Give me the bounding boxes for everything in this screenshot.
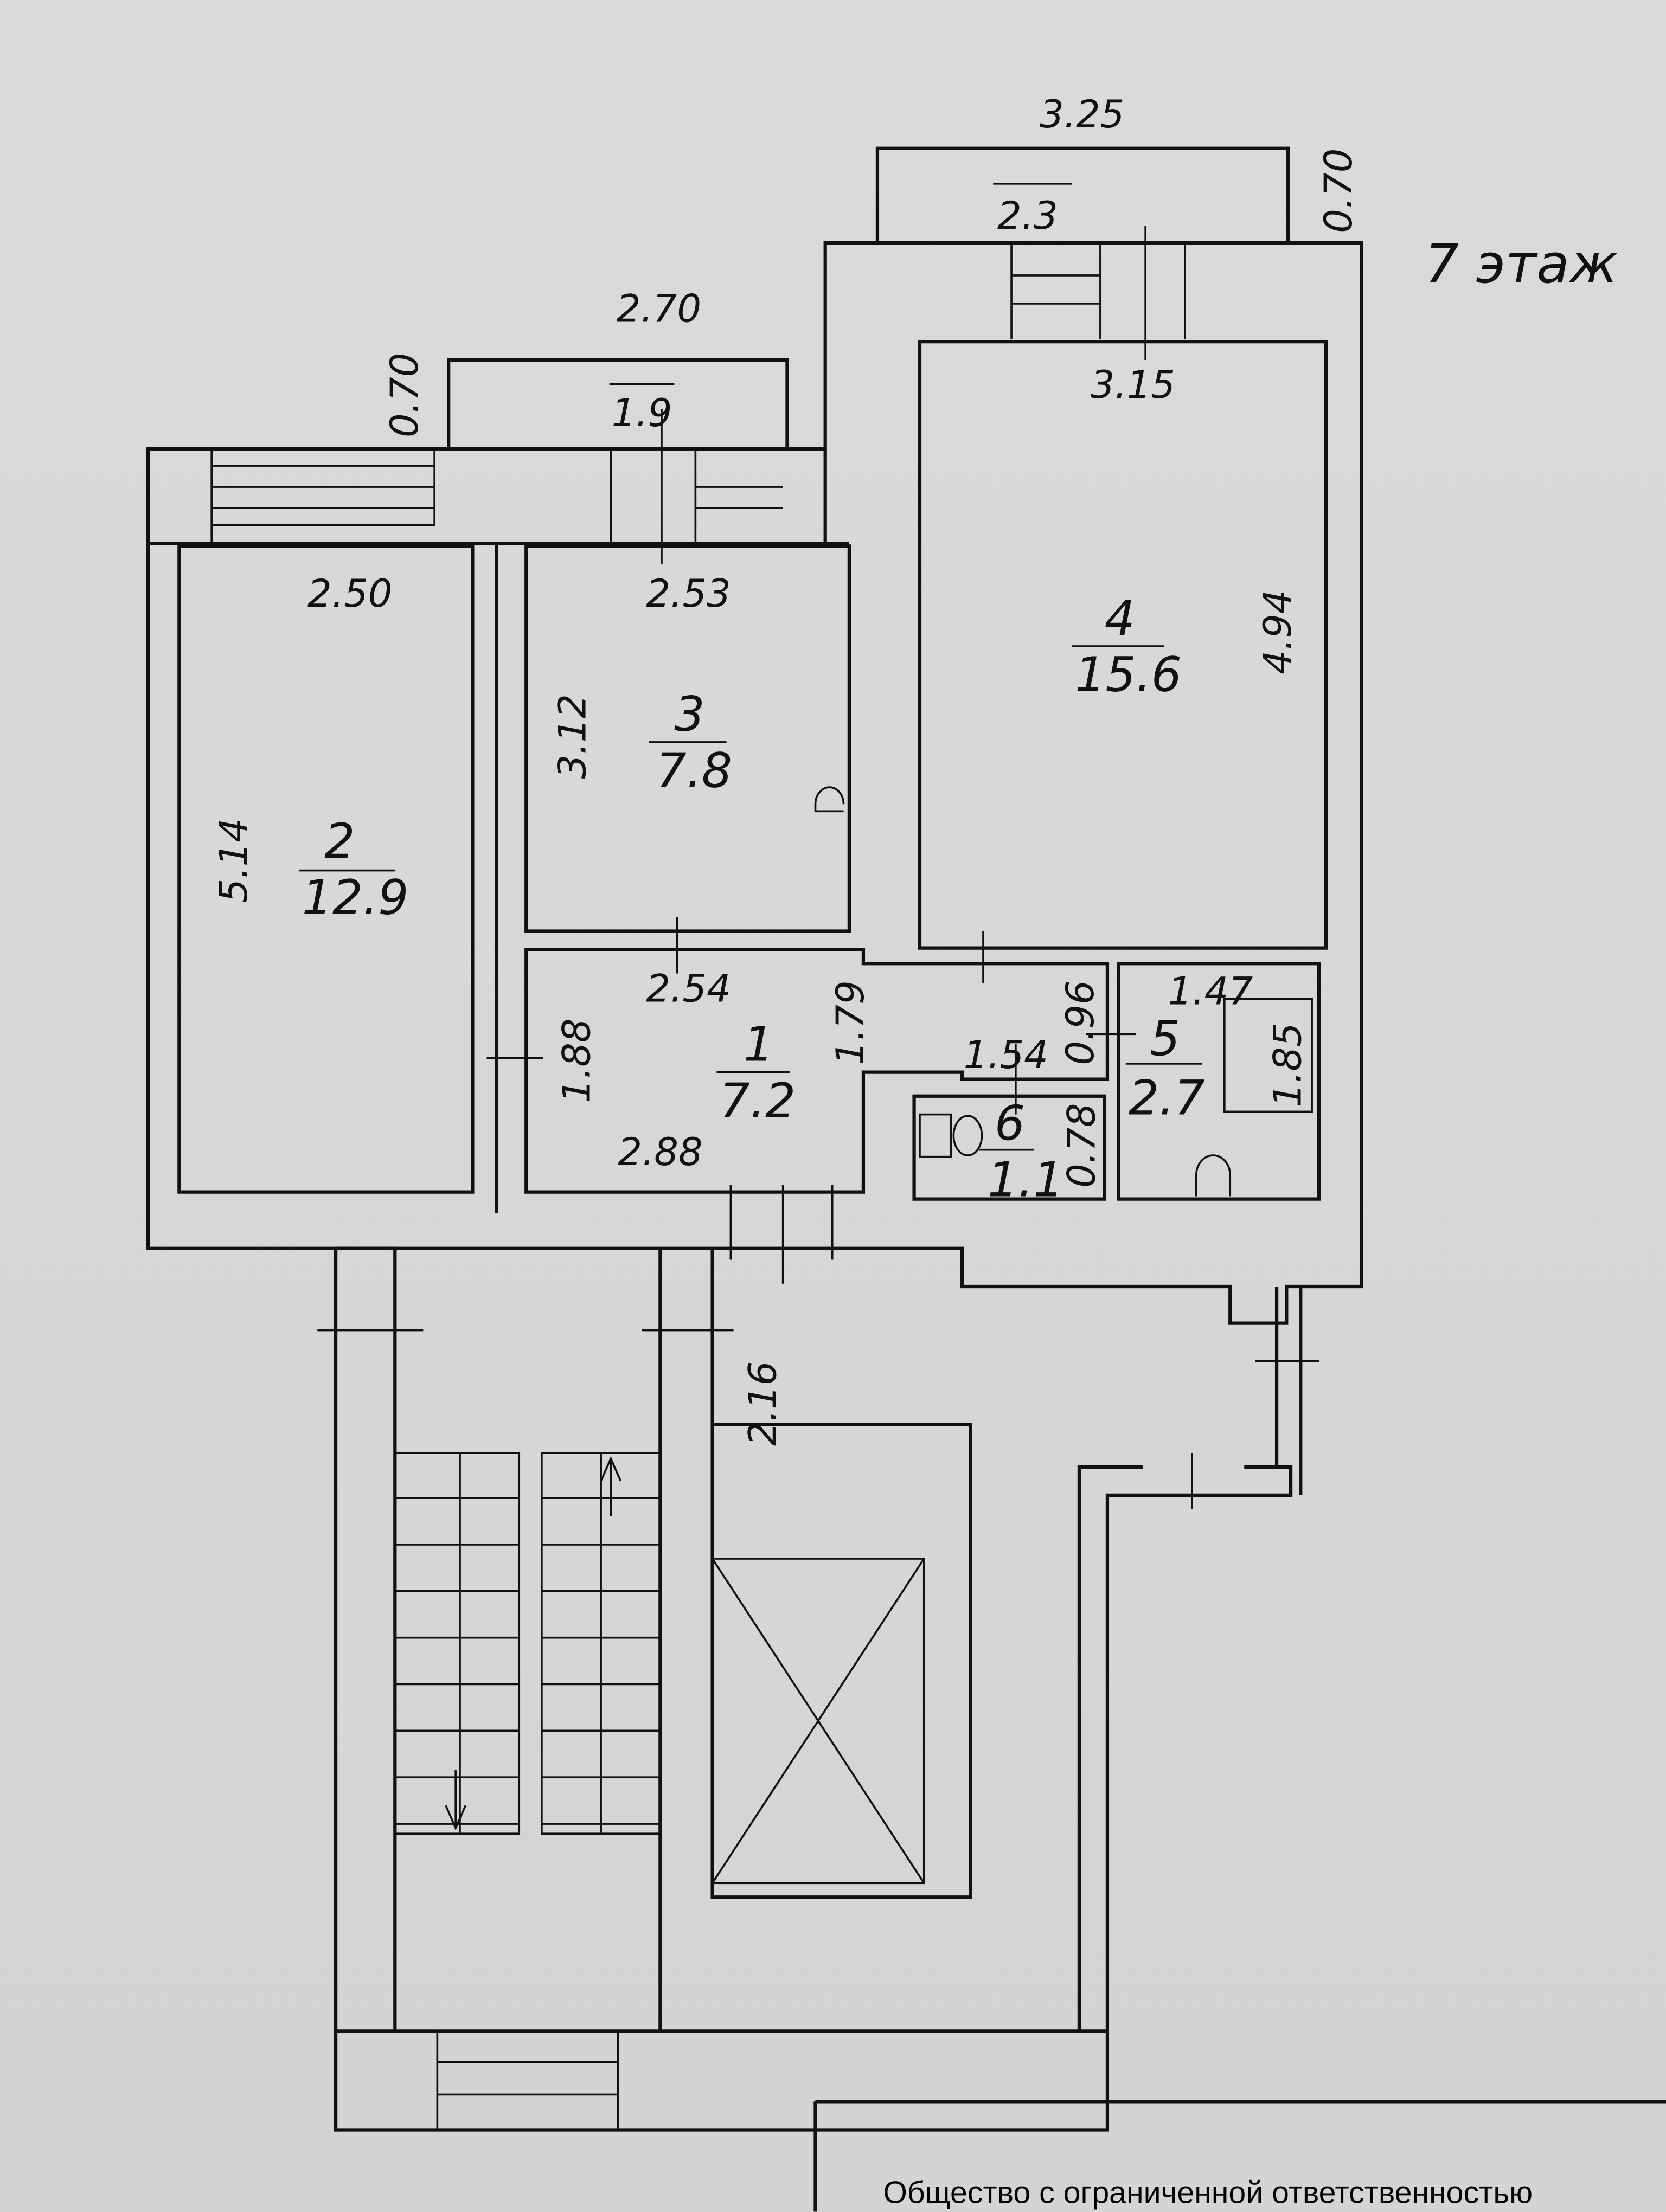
room1-bottom: 2.88: [618, 1130, 702, 1174]
balcony-1-depth: 0.70: [382, 353, 427, 438]
room-4-area: 15.6: [1075, 647, 1182, 703]
room-3-outline: [524, 544, 851, 933]
room-6-outline: [912, 1094, 1106, 1201]
room-1-area: 7.2: [720, 1073, 796, 1129]
floor-label: 7 этаж: [1425, 233, 1618, 295]
room-6-number: 6: [995, 1095, 1025, 1151]
room-4-number: 4: [1105, 590, 1135, 646]
room-3-area: 7.8: [656, 743, 733, 799]
room1-mid: 1.79: [828, 980, 873, 1065]
room4-length: 4.94: [1255, 590, 1300, 674]
room-5-area: 2.7: [1129, 1070, 1205, 1126]
room3-width: 2.53: [646, 571, 731, 616]
room2-length: 5.14: [212, 818, 256, 903]
room1-left: 1.88: [554, 1018, 599, 1103]
room1-top: 2.54: [646, 967, 731, 1011]
room-5-outline: [1117, 962, 1321, 1201]
title-block-organization: Общество с ограниченной ответственностью: [883, 2176, 1533, 2210]
balcony-2-area: 2.3: [997, 194, 1058, 238]
room-1-outline: [524, 948, 1110, 1194]
room-3-number: 3: [674, 686, 704, 742]
stair-flight: [394, 1452, 521, 1835]
balconies: [210, 146, 1290, 565]
room-2-outline: [177, 544, 475, 1194]
corridor-width: 1.54: [964, 1033, 1048, 1077]
toilet-icon: [919, 1113, 952, 1158]
apartment-walls: [146, 241, 1363, 1325]
room5-width: 1.47: [1168, 969, 1253, 1014]
corridor-height: 0.96: [1058, 980, 1103, 1065]
stairwell: [317, 1246, 1666, 2212]
room-6-area: 1.1: [988, 1152, 1064, 1207]
shower-cabin: [1223, 998, 1313, 1113]
room-2-area: 12.9: [302, 870, 409, 925]
room2-width: 2.50: [307, 571, 392, 616]
room-4-outline: [918, 340, 1328, 950]
room-5-number: 5: [1150, 1011, 1180, 1066]
elevator-shaft: [711, 1558, 925, 1885]
room5-length: 1.85: [1265, 1023, 1310, 1107]
balcony-2-depth: 0.70: [1316, 149, 1361, 233]
room-2-number: 2: [324, 813, 355, 869]
lobby-dimension: 2.16: [741, 1361, 785, 1446]
room-1-number: 1: [744, 1017, 774, 1072]
balcony-1-width: 2.70: [617, 287, 701, 331]
room4-width: 3.15: [1091, 363, 1175, 407]
balcony-2-width: 3.25: [1040, 92, 1124, 137]
door-marks: [486, 786, 1313, 1284]
balcony-1-area: 1.9: [612, 391, 672, 435]
room3-length: 3.12: [550, 694, 594, 779]
room6-height: 0.78: [1060, 1103, 1104, 1188]
